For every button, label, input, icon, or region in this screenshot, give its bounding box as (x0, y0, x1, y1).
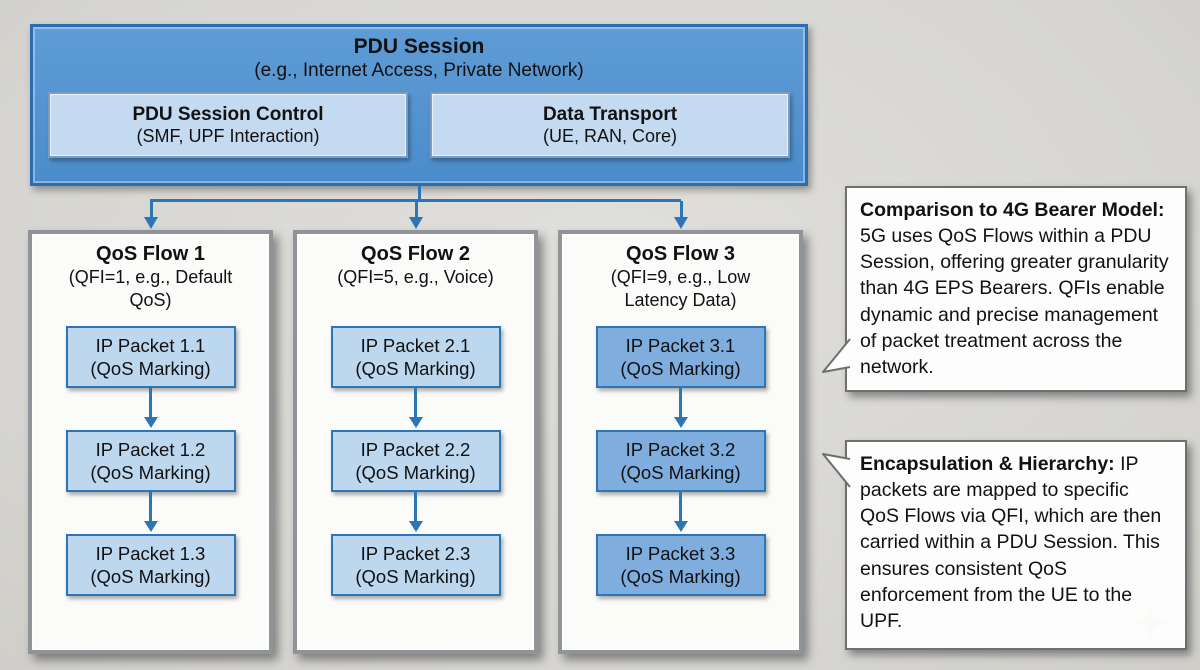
callout-text: Comparison to 4G Bearer Model: 5G uses Q… (860, 197, 1172, 380)
ip-packet-box: IP Packet 2.1 (QoS Marking) (330, 326, 501, 388)
ip-packet-box: IP Packet 1.3 (QoS Marking) (65, 534, 236, 596)
ip-packet-box: IP Packet 2.2 (QoS Marking) (330, 430, 501, 492)
arrowhead-down-icon (409, 217, 423, 229)
qos-flow-title: QoS Flow 2 (361, 243, 470, 265)
sparkle-icon (1130, 602, 1170, 642)
packet-marking-label: (QoS Marking) (355, 358, 476, 379)
arrow-line (149, 388, 152, 417)
pdu-session-subtitle: (e.g., Internet Access, Private Network) (254, 60, 584, 81)
arrow-line (149, 201, 153, 217)
qos-flow-2-header: QoS Flow 2 (QFI=5, e.g., Voice) (297, 234, 534, 326)
pdu-session-box: PDU Session (e.g., Internet Access, Priv… (30, 24, 808, 186)
arrow-line (414, 492, 417, 521)
ip-packet-box: IP Packet 3.3 (QoS Marking) (595, 534, 766, 596)
packet-marking-label: (QoS Marking) (90, 358, 211, 379)
packet-label: IP Packet 1.1 (95, 334, 206, 356)
qos-flow-3-box: QoS Flow 3 (QFI=9, e.g., Low Latency Dat… (558, 230, 803, 654)
ip-packet-box: IP Packet 1.2 (QoS Marking) (65, 430, 236, 492)
arrow-line (679, 201, 683, 217)
ip-packet-box: IP Packet 3.2 (QoS Marking) (595, 430, 766, 492)
down-arrow-flow3 (674, 201, 688, 229)
arrow-line (679, 388, 682, 417)
pdu-session-title: PDU Session (353, 35, 485, 58)
arrow-line (414, 201, 418, 217)
packet-stack: IP Packet 1.1 (QoS Marking) IP Packet 1.… (32, 326, 269, 596)
callout-heading: Encapsulation & Hierarchy: (860, 453, 1115, 475)
data-transport-box: Data Transport (UE, RAN, Core) (430, 92, 790, 158)
pdu-session-children-row: PDU Session Control (SMF, UPF Interactio… (33, 92, 805, 158)
pdu-session-control-box: PDU Session Control (SMF, UPF Interactio… (48, 92, 408, 158)
ip-packet-box: IP Packet 2.3 (QoS Marking) (330, 534, 501, 596)
qos-flow-subtitle: (QFI=5, e.g., Voice) (337, 267, 494, 287)
packet-flow-arrow (143, 388, 158, 430)
arrowhead-down-icon (408, 417, 423, 428)
callout-heading: Comparison to 4G Bearer Model: (860, 199, 1165, 221)
data-transport-title: Data Transport (542, 103, 678, 125)
qos-flow-2-box: QoS Flow 2 (QFI=5, e.g., Voice) IP Packe… (293, 230, 538, 654)
qos-flow-title: QoS Flow 1 (96, 243, 205, 265)
ip-packet-box: IP Packet 3.1 (QoS Marking) (595, 326, 766, 388)
packet-flow-arrow (143, 492, 158, 534)
packet-marking-label: (QoS Marking) (90, 566, 211, 587)
packet-label: IP Packet 1.2 (95, 438, 206, 460)
arrowhead-down-icon (144, 217, 158, 229)
qos-flow-1-box: QoS Flow 1 (QFI=1, e.g., Default QoS) IP… (28, 230, 273, 654)
down-arrow-flow1 (144, 201, 158, 229)
packet-label: IP Packet 2.2 (360, 438, 471, 460)
packet-flow-arrow (408, 388, 423, 430)
packet-stack: IP Packet 3.1 (QoS Marking) IP Packet 3.… (562, 326, 799, 596)
qos-flow-3-header: QoS Flow 3 (QFI=9, e.g., Low Latency Dat… (562, 234, 799, 326)
packet-flow-arrow (408, 492, 423, 534)
callout-tail-icon (822, 338, 851, 373)
data-transport-subtitle: (UE, RAN, Core) (542, 125, 677, 146)
callout-tail-icon (822, 453, 851, 488)
packet-label: IP Packet 2.1 (360, 334, 471, 356)
callout-text: Encapsulation & Hierarchy: IP packets ar… (860, 451, 1172, 634)
arrow-line (149, 492, 152, 521)
arrowhead-down-icon (673, 417, 688, 428)
qos-flow-subtitle: (QFI=9, e.g., Low Latency Data) (610, 267, 751, 311)
packet-flow-arrow (673, 492, 688, 534)
packet-marking-label: (QoS Marking) (620, 566, 741, 587)
packet-label: IP Packet 2.3 (360, 542, 471, 564)
packet-marking-label: (QoS Marking) (90, 462, 211, 483)
packet-label: IP Packet 3.1 (625, 334, 736, 356)
pdu-session-control-title: PDU Session Control (132, 103, 324, 125)
packet-label: IP Packet 3.2 (625, 438, 736, 460)
packet-label: IP Packet 1.3 (95, 542, 206, 564)
down-arrow-flow2 (409, 201, 423, 229)
arrowhead-down-icon (143, 521, 158, 532)
arrowhead-down-icon (408, 521, 423, 532)
arrowhead-down-icon (674, 217, 688, 229)
packet-flow-arrow (673, 388, 688, 430)
qos-flow-title: QoS Flow 3 (626, 243, 735, 265)
arrow-line (679, 492, 682, 521)
connector-stem (418, 186, 421, 201)
arrow-line (414, 388, 417, 417)
pdu-session-control-subtitle: (SMF, UPF Interaction) (136, 125, 320, 146)
packet-stack: IP Packet 2.1 (QoS Marking) IP Packet 2.… (297, 326, 534, 596)
connector-horizontal-line (150, 199, 681, 202)
packet-marking-label: (QoS Marking) (620, 462, 741, 483)
packet-marking-label: (QoS Marking) (355, 462, 476, 483)
packet-marking-label: (QoS Marking) (620, 358, 741, 379)
packet-label: IP Packet 3.3 (625, 542, 736, 564)
callout-4g-comparison: Comparison to 4G Bearer Model: 5G uses Q… (822, 186, 1187, 392)
arrowhead-down-icon (673, 521, 688, 532)
qos-flow-subtitle: (QFI=1, e.g., Default QoS) (68, 267, 233, 311)
callout-body: 5G uses QoS Flows within a PDU Session, … (860, 225, 1169, 378)
ip-packet-box: IP Packet 1.1 (QoS Marking) (65, 326, 236, 388)
packet-marking-label: (QoS Marking) (355, 566, 476, 587)
arrowhead-down-icon (143, 417, 158, 428)
callout-encapsulation: Encapsulation & Hierarchy: IP packets ar… (822, 440, 1187, 650)
callout-body: IP packets are mapped to specific QoS Fl… (860, 453, 1162, 632)
qos-flow-1-header: QoS Flow 1 (QFI=1, e.g., Default QoS) (32, 234, 269, 326)
